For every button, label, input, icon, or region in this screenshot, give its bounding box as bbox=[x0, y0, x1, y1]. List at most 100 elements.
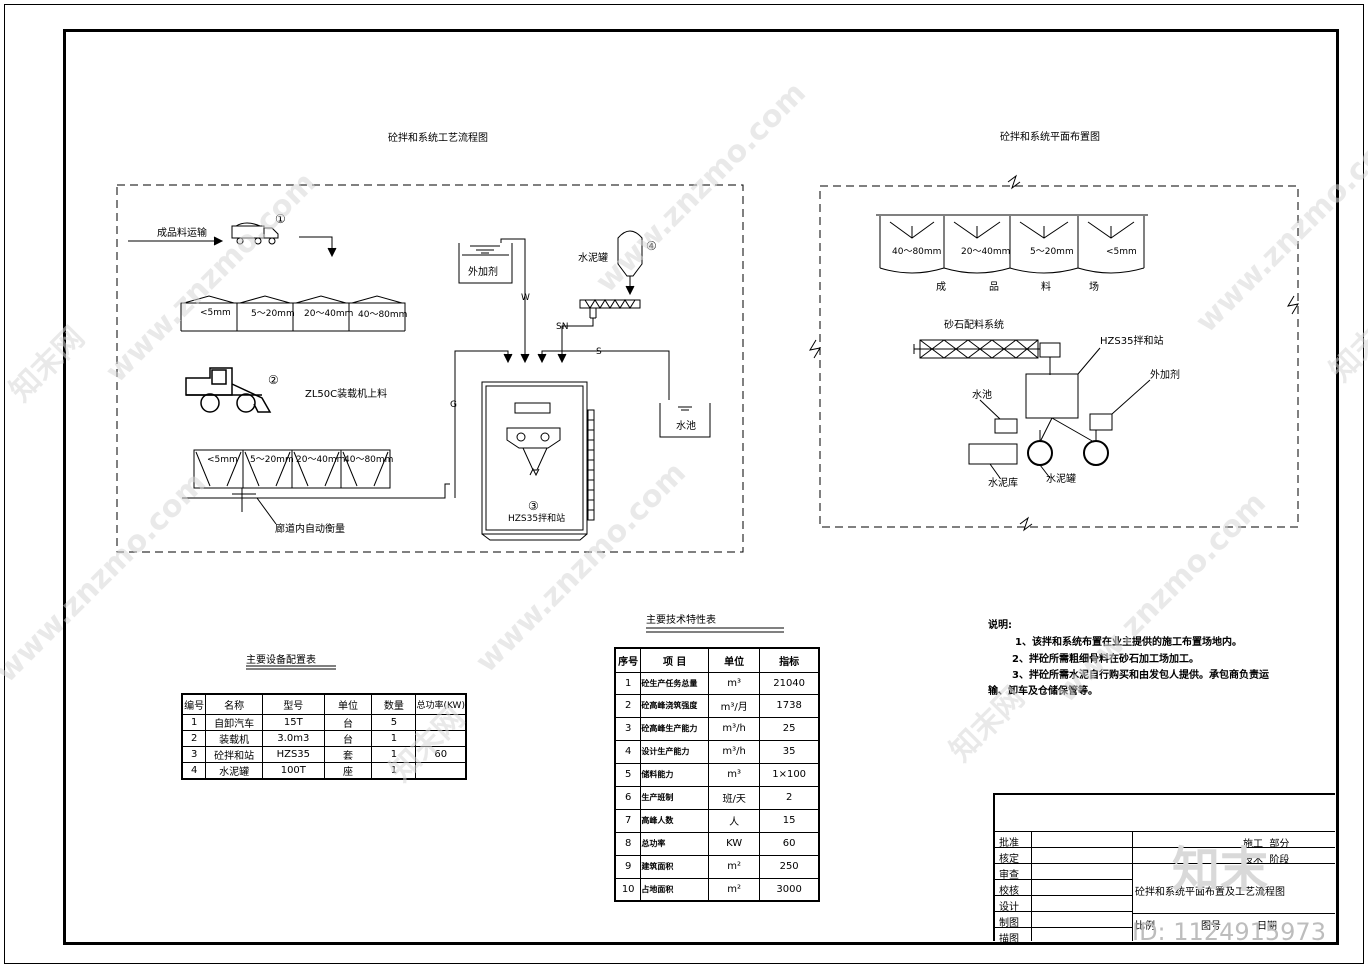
cement-tank-icon bbox=[617, 230, 643, 296]
loader-icon bbox=[185, 367, 272, 413]
image-id: ID: 1124915973 bbox=[1132, 918, 1326, 946]
tech-cell: m³/h bbox=[708, 716, 761, 741]
notes-line-1: 1、该拌和系统布置在业主提供的施工布置场地内。 bbox=[1015, 637, 1242, 648]
tech-cell: 占地面积 bbox=[640, 877, 710, 902]
drawing-title: 砼拌和系统平面布置及工艺流程图 bbox=[1135, 887, 1285, 898]
tech-cell: m³ bbox=[708, 762, 761, 787]
plan-cement-store bbox=[968, 443, 1018, 465]
plan-additive bbox=[1089, 413, 1113, 431]
eq-header-unit: 单位 bbox=[323, 693, 373, 715]
cement-tank-number: ④ bbox=[646, 239, 657, 253]
title-role: 审查 bbox=[999, 870, 1019, 881]
top-bin-label-2: 5～20mm bbox=[251, 309, 295, 319]
line-s-label: S bbox=[596, 347, 602, 357]
notes-heading: 说明: bbox=[988, 620, 1012, 631]
line-g-label: G bbox=[450, 400, 457, 410]
bottom-bin-label-4: 40～80mm bbox=[344, 455, 394, 465]
tech-cell: KW bbox=[708, 831, 761, 856]
plan-additive-label: 外加剂 bbox=[1150, 370, 1180, 381]
tech-cell: m³/月 bbox=[708, 693, 761, 718]
brand-logo: 知末 bbox=[1172, 842, 1269, 898]
eq-header-qty: 数量 bbox=[371, 693, 417, 715]
tech-table-title: 主要技术特性表 bbox=[646, 615, 716, 626]
table-row: 4 水泥罐 100T 座 1 bbox=[181, 761, 467, 779]
title-block: 批准 核定 审查 校核 设计 制图 描图 施工 部分 技术 阶段 砼拌和系统平面… bbox=[993, 793, 1335, 945]
tech-cell: 3000 bbox=[759, 877, 820, 902]
plan-cement-tank-2 bbox=[1083, 440, 1109, 466]
top-bin-label-1: <5mm bbox=[200, 308, 231, 318]
title-role: 核定 bbox=[999, 854, 1019, 865]
equipment-table: 编号 名称 型号 单位 数量 总功率(KW) 1 自卸汽车 15T 台 5 2 … bbox=[181, 693, 467, 780]
tech-cell: 总功率 bbox=[640, 831, 710, 856]
notes-line-3: 3、拌砼所需水泥自行购买和由发包人提供。承包商负责运 bbox=[1012, 670, 1269, 681]
tech-cell: 9 bbox=[614, 854, 642, 879]
tech-cell: 250 bbox=[759, 854, 820, 879]
eq-header-no: 编号 bbox=[181, 693, 207, 715]
plan-bin-label-3: 5～20mm bbox=[1030, 247, 1074, 257]
plan-cement-tank-label: 水泥罐 bbox=[1046, 474, 1076, 485]
plan-yard-char-4: 场 bbox=[1089, 282, 1099, 293]
eq-cell: 水泥罐 bbox=[205, 761, 263, 779]
eq-cell: 台 bbox=[323, 729, 373, 747]
plan-station-label: HZS35拌和站 bbox=[1100, 336, 1164, 347]
eq-cell: 2 bbox=[181, 729, 207, 747]
tech-header-value: 指标 bbox=[759, 647, 820, 673]
truck-number: ① bbox=[275, 212, 286, 226]
tech-cell: 设计生产能力 bbox=[640, 739, 710, 764]
plan-yard-char-2: 品 bbox=[989, 282, 999, 293]
bottom-bins bbox=[182, 449, 450, 525]
tech-cell: 1×100 bbox=[759, 762, 820, 787]
plan-yard-bins bbox=[876, 214, 1148, 274]
additive-label: 外加剂 bbox=[468, 267, 498, 278]
tech-cell: 砼生产任务总量 bbox=[640, 671, 710, 695]
tech-header-unit: 单位 bbox=[708, 647, 761, 673]
scale-label: 比例 bbox=[1135, 921, 1155, 932]
tech-cell: 25 bbox=[759, 716, 820, 741]
tech-cell: 15 bbox=[759, 808, 820, 833]
eq-cell bbox=[415, 761, 467, 779]
eq-header-name: 名称 bbox=[205, 693, 263, 715]
plan-water bbox=[994, 418, 1018, 434]
bottom-bin-label-1: <5mm bbox=[207, 455, 238, 465]
eq-cell: 4 bbox=[181, 761, 207, 779]
eq-cell: 套 bbox=[323, 745, 373, 763]
tech-cell: 6 bbox=[614, 785, 642, 810]
eq-cell: 自卸汽车 bbox=[205, 713, 263, 731]
transport-label: 成品料运输 bbox=[157, 228, 207, 239]
plan-bin-label-1: 40～80mm bbox=[892, 247, 942, 257]
title-role: 描图 bbox=[999, 934, 1019, 945]
tech-cell: 35 bbox=[759, 739, 820, 764]
fig-label: 图号 bbox=[1201, 921, 1221, 932]
tech-cell: 8 bbox=[614, 831, 642, 856]
station-label: HZS35拌和站 bbox=[508, 514, 566, 524]
eq-cell: 装载机 bbox=[205, 729, 263, 747]
mixing-station bbox=[481, 381, 595, 541]
eq-cell: 15T bbox=[261, 713, 325, 731]
title-role: 批准 bbox=[999, 838, 1019, 849]
loader-label: ZL50C装载机上料 bbox=[305, 389, 388, 400]
plan-yard-char-3: 料 bbox=[1041, 282, 1051, 293]
title-role: 设计 bbox=[999, 902, 1019, 913]
line-w-label: W bbox=[521, 293, 530, 303]
eq-cell: 座 bbox=[323, 761, 373, 779]
plan-cement-tank-1 bbox=[1027, 440, 1053, 466]
additive-tank bbox=[458, 243, 513, 284]
flow-title: 砼拌和系统工艺流程图 bbox=[388, 133, 488, 144]
tech-cell: 60 bbox=[759, 831, 820, 856]
plan-station bbox=[1025, 373, 1079, 419]
eq-cell: 1 bbox=[181, 713, 207, 731]
eq-cell: 砼拌和站 bbox=[205, 745, 263, 763]
top-bin-label-3: 20～40mm bbox=[304, 309, 354, 319]
eq-cell: 3 bbox=[181, 745, 207, 763]
tech-cell: 4 bbox=[614, 739, 642, 764]
tech-cell: 人 bbox=[708, 808, 761, 833]
top-bin-label-4: 40～80mm bbox=[358, 310, 408, 320]
tech-cell: m² bbox=[708, 877, 761, 902]
